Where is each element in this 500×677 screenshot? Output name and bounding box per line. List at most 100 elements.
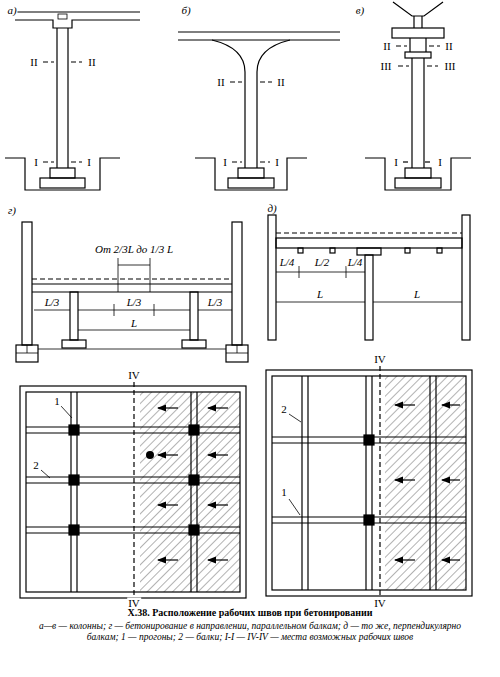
section-mark: IV bbox=[127, 598, 141, 609]
elevation-g-line bbox=[198, 310, 232, 311]
joint-mark: I bbox=[86, 157, 92, 168]
column-c-line bbox=[395, 178, 441, 188]
callout-number: 2 bbox=[280, 404, 288, 415]
plan-d-line bbox=[395, 559, 415, 560]
column-a-line bbox=[15, 11, 140, 12]
column-a-line bbox=[58, 14, 67, 19]
joint-mark: II bbox=[276, 77, 285, 88]
part-letter: б) bbox=[180, 5, 191, 16]
column-c-line bbox=[425, 38, 426, 52]
column-a-line bbox=[43, 61, 54, 62]
plan-d-line bbox=[442, 479, 460, 480]
plan-g-line bbox=[69, 525, 79, 535]
column-c-line bbox=[423, 58, 424, 168]
plan-g-line bbox=[189, 425, 199, 435]
column-c-line bbox=[413, 16, 414, 28]
dimension-label: L/4 bbox=[347, 257, 364, 268]
joint-mark: II bbox=[444, 41, 453, 52]
elevation-g-line bbox=[118, 265, 150, 266]
plan-d-line bbox=[364, 515, 374, 525]
column-c-line bbox=[405, 168, 431, 178]
elevation-d-line bbox=[276, 272, 365, 273]
elevation-g-line bbox=[62, 340, 86, 348]
column-a-line bbox=[71, 61, 82, 62]
column-c-line bbox=[398, 65, 409, 66]
dimension-label: L/2 bbox=[314, 257, 331, 268]
column-b-line bbox=[257, 40, 290, 168]
plan-g-line bbox=[26, 426, 240, 427]
plan-d-line bbox=[301, 376, 302, 590]
column-b-line bbox=[230, 81, 242, 82]
dimension-label: L/3 bbox=[126, 297, 143, 308]
plan-d-line bbox=[272, 376, 466, 590]
plan-g-line bbox=[70, 392, 71, 592]
plan-d-line bbox=[289, 414, 301, 422]
section-mark: IV bbox=[373, 354, 387, 365]
plan-g-line bbox=[146, 451, 154, 459]
elevation-d-line bbox=[462, 215, 470, 340]
elevation-g-line bbox=[190, 292, 198, 340]
column-a-line bbox=[40, 178, 85, 188]
elevation-g-line bbox=[150, 258, 151, 292]
plan-g-line bbox=[158, 407, 178, 408]
column-a-line bbox=[50, 168, 75, 178]
elevation-g-line bbox=[38, 349, 226, 350]
plan-g-line bbox=[69, 475, 79, 485]
plan-g-line bbox=[158, 454, 178, 455]
plan-g-line bbox=[190, 392, 191, 592]
column-c-line bbox=[392, 28, 444, 38]
column-c-line bbox=[403, 161, 411, 162]
elevation-d-line bbox=[298, 248, 303, 253]
plan-g-line bbox=[133, 382, 134, 597]
plan-g-line bbox=[208, 504, 228, 505]
column-c-line bbox=[365, 158, 471, 190]
plan-g-line bbox=[26, 432, 240, 433]
column-c-line bbox=[425, 161, 433, 162]
joint-mark: I bbox=[33, 157, 39, 168]
column-a-line bbox=[43, 161, 54, 162]
joint-mark: I bbox=[437, 157, 443, 168]
dimension-label: L/3 bbox=[44, 297, 61, 308]
plan-g-line bbox=[69, 425, 79, 435]
joint-mark: III bbox=[444, 61, 457, 72]
column-a bbox=[5, 12, 140, 190]
elevation-g-line bbox=[237, 345, 238, 353]
elevation-g-line bbox=[182, 340, 206, 348]
column-b-line bbox=[228, 178, 274, 188]
plan-g-line bbox=[189, 475, 199, 485]
joint-mark: I bbox=[274, 157, 280, 168]
section-mark: IV bbox=[373, 598, 387, 609]
joint-mark: II bbox=[29, 57, 38, 68]
callout-number: 2 bbox=[32, 460, 40, 471]
plan-g-line bbox=[41, 470, 50, 478]
column-c-line bbox=[405, 52, 431, 58]
column-b-line bbox=[178, 31, 340, 32]
elevation-d-line bbox=[357, 248, 381, 255]
plan-d-line bbox=[289, 499, 300, 515]
plan-g-line bbox=[208, 454, 228, 455]
column-b-line bbox=[260, 161, 270, 162]
elevation-d-line bbox=[299, 266, 300, 278]
elevation-g-line bbox=[114, 304, 115, 316]
part-letter: д) bbox=[266, 203, 277, 214]
joint-mark: III bbox=[380, 61, 393, 72]
elevation-g-line bbox=[16, 345, 38, 362]
plan-g-line bbox=[26, 532, 240, 533]
dimension-label: L bbox=[413, 289, 421, 300]
plan-d-line bbox=[395, 479, 415, 480]
column-a-line bbox=[15, 20, 140, 28]
dimension-label: L bbox=[130, 318, 138, 329]
column-c-line bbox=[396, 45, 407, 46]
dimension-label: От 2/3L до 1/3 L bbox=[94, 244, 174, 255]
plan-g-line bbox=[26, 392, 240, 592]
plan-d-line bbox=[365, 376, 366, 590]
column-b-line bbox=[212, 40, 245, 168]
elevation-d-line bbox=[346, 266, 347, 278]
elevation-d bbox=[268, 215, 470, 340]
plan-d-line bbox=[266, 370, 472, 596]
elevation-g-line bbox=[118, 258, 119, 292]
plan-g-line bbox=[61, 406, 72, 418]
elevation-g-line bbox=[226, 345, 248, 362]
plan-g-line bbox=[20, 386, 246, 598]
